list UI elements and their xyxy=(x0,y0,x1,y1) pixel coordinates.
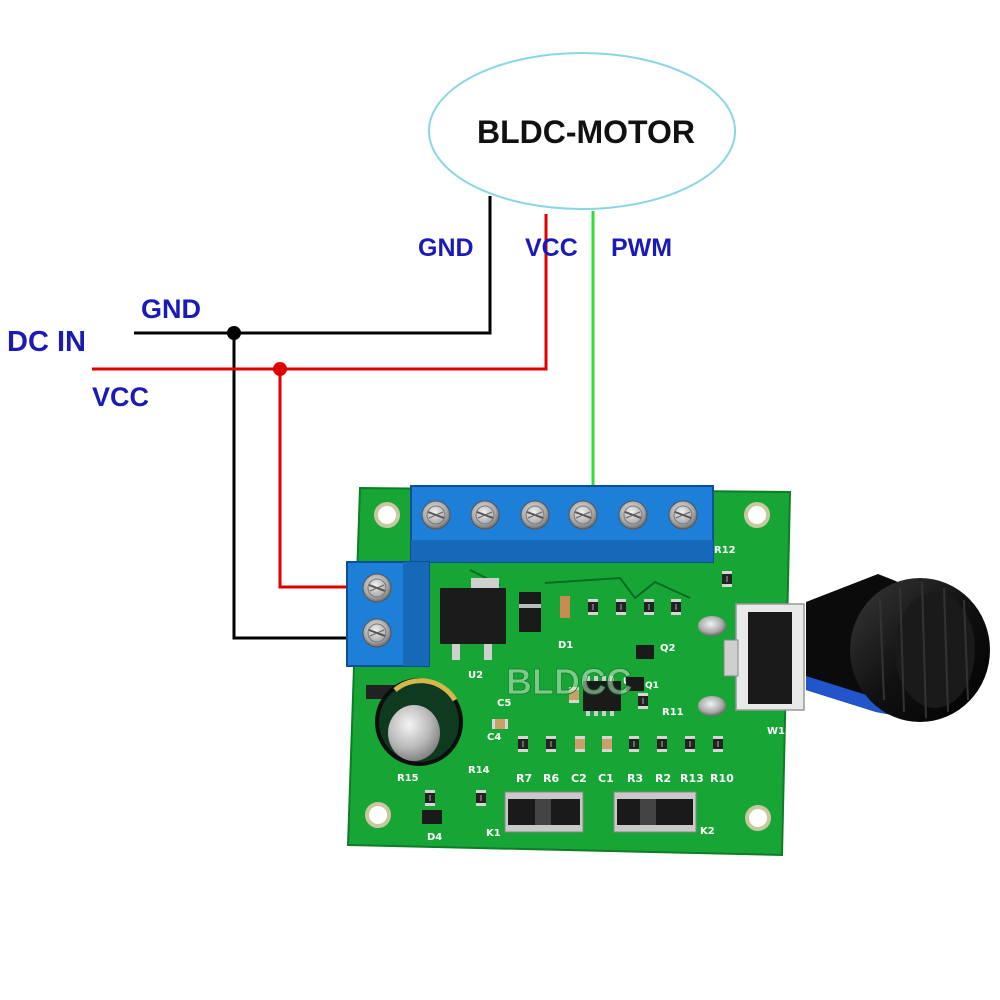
gnd-wire xyxy=(134,196,492,335)
silk-c1: C1 xyxy=(598,772,614,785)
vcc-drop-wire xyxy=(278,369,358,589)
potentiometer[interactable] xyxy=(698,603,805,716)
silk-r3: R3 xyxy=(627,772,643,785)
motor-label: BLDC-MOTOR xyxy=(477,114,695,150)
vcc-wire xyxy=(92,214,548,371)
gnd-drop-wire xyxy=(232,333,355,640)
slide-switch-k1: K1 xyxy=(486,791,584,839)
regulator-u2: U2 xyxy=(440,578,506,681)
silk-r14: R14 xyxy=(468,765,490,776)
silk-c5: C5 xyxy=(497,698,511,709)
silk-q2: Q2 xyxy=(660,643,676,654)
silk-q1: Q1 xyxy=(645,681,659,691)
silk-r12: R12 xyxy=(714,545,736,556)
silk-r10: R10 xyxy=(710,772,734,785)
transistor-q2: Q2 xyxy=(636,643,676,659)
motor-pwm-label: PWM xyxy=(611,234,672,262)
silk-k2: K2 xyxy=(700,826,715,837)
silk-r2: R2 xyxy=(655,772,671,785)
dc-in-vcc-label: VCC xyxy=(92,382,149,412)
motor-ellipse xyxy=(428,52,736,210)
transistor-q1: Q1 xyxy=(626,677,659,691)
silkscreen-labels: C5 C4 R11 R12 R15 R14 R7 R6 C2 C1 R3 R2 … xyxy=(397,545,785,785)
dc-in-gnd-label: GND xyxy=(141,294,201,324)
dc-in-label: DC IN xyxy=(7,326,86,358)
silk-k1: K1 xyxy=(486,828,501,839)
silk-c2: C2 xyxy=(571,772,587,785)
mounting-holes xyxy=(365,502,771,831)
slide-switch-k2: K2 xyxy=(613,791,715,837)
silk-r13: R13 xyxy=(680,772,704,785)
motor-terminal-block xyxy=(410,485,714,563)
knob[interactable] xyxy=(806,574,990,722)
gnd-junction-dot xyxy=(227,326,241,340)
silk-r6: R6 xyxy=(543,772,559,785)
silk-u2: U2 xyxy=(468,670,483,681)
silk-r7: R7 xyxy=(516,772,532,785)
diode-d4: D4 xyxy=(422,810,442,843)
dc-in-terminal-block xyxy=(346,561,430,667)
silk-d1: D1 xyxy=(558,640,573,651)
board-watermark: BLDCC xyxy=(506,661,632,702)
motor-gnd-label: GND xyxy=(418,234,474,262)
silk-c4: C4 xyxy=(487,732,501,743)
silk-r15: R15 xyxy=(397,773,419,784)
diode-d1: D1 xyxy=(519,592,573,651)
ic-u1: U1 xyxy=(583,676,637,716)
silk-r11: R11 xyxy=(662,707,684,718)
silk-d4: D4 xyxy=(427,832,442,843)
vcc-junction-dot xyxy=(273,362,287,376)
small-diode xyxy=(560,596,570,618)
electrolytic-capacitor xyxy=(366,678,463,766)
silk-w1: W1 xyxy=(767,726,785,737)
motor-vcc-label: VCC xyxy=(525,234,578,262)
